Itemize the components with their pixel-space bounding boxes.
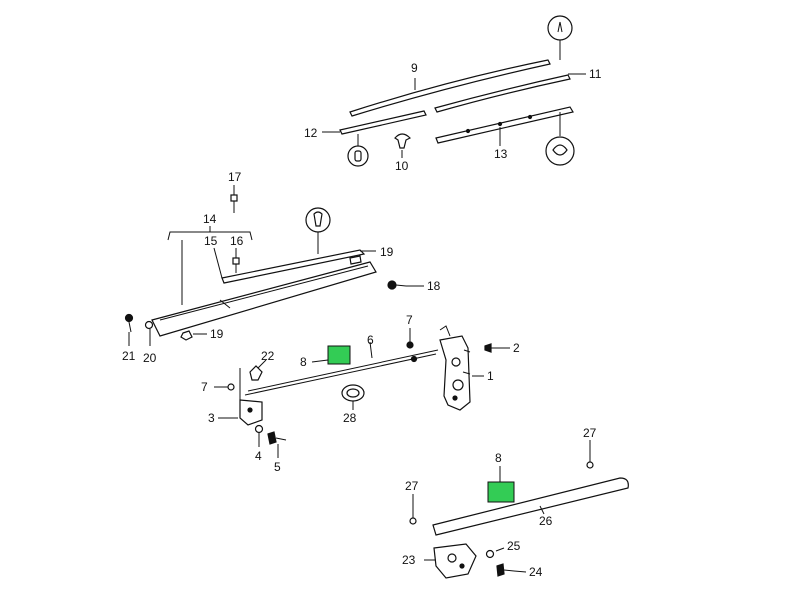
part-4-washer[interactable]: [254, 424, 264, 434]
part-22-clip[interactable]: [249, 365, 263, 381]
part-23-lock-lower[interactable]: [433, 543, 477, 579]
part-7-nut-left[interactable]: [227, 383, 235, 391]
part-main-rail[interactable]: [151, 261, 377, 337]
part-27-nut-left[interactable]: [409, 517, 417, 525]
part-7-nut-top[interactable]: [406, 341, 414, 349]
label-2: 2: [513, 341, 520, 355]
part-11-strip[interactable]: [434, 74, 571, 113]
label-20: 20: [143, 351, 157, 365]
part-26-rod[interactable]: [432, 477, 629, 536]
label-19-upper: 19: [380, 245, 394, 259]
label-7-left: 7: [201, 380, 208, 394]
label-21: 21: [122, 349, 136, 363]
part-20-washer[interactable]: [144, 320, 154, 330]
label-27-left: 27: [405, 479, 419, 493]
part-9-strip[interactable]: [349, 59, 551, 117]
part-1-lock[interactable]: [439, 325, 471, 411]
label-4: 4: [255, 449, 262, 463]
part-10-clip[interactable]: [394, 133, 412, 149]
part-28-grommet[interactable]: [341, 384, 365, 402]
label-1: 1: [487, 369, 494, 383]
label-28: 28: [343, 411, 357, 425]
detail-circle-19: [305, 207, 331, 254]
label-5: 5: [274, 460, 281, 474]
label-17: 17: [228, 170, 242, 184]
part-12-strip[interactable]: [339, 110, 427, 135]
detail-circle-top: [547, 15, 573, 60]
detail-circle-12: [347, 134, 369, 167]
label-8-lower: 8: [495, 451, 502, 465]
part-27-nut-right[interactable]: [586, 461, 594, 469]
part-19-nut[interactable]: [180, 330, 193, 341]
detail-circle-13: [545, 112, 575, 166]
part-24-bolt[interactable]: [496, 563, 515, 577]
part-8-clip-highlight[interactable]: [327, 345, 351, 365]
label-23: 23: [402, 553, 416, 567]
part-14-bracket-label-lines: [167, 226, 253, 305]
part-16-screw[interactable]: [232, 257, 240, 273]
part-19-rail[interactable]: [221, 249, 366, 284]
leader-lines: [128, 73, 591, 573]
label-7-top: 7: [406, 313, 413, 327]
label-19-lower: 19: [210, 327, 224, 341]
part-8-clip-highlight-lower[interactable]: [487, 481, 515, 503]
part-25-washer[interactable]: [485, 549, 495, 559]
part-13-strip[interactable]: [435, 106, 574, 144]
part-6-rod[interactable]: [244, 349, 439, 396]
label-22: 22: [261, 349, 275, 363]
part-3-lever[interactable]: [239, 368, 263, 426]
part-18-screw[interactable]: [387, 280, 407, 290]
label-14: 14: [203, 212, 217, 226]
label-3: 3: [208, 411, 215, 425]
label-24: 24: [529, 565, 543, 579]
part-21-bolt[interactable]: [124, 313, 134, 333]
label-26: 26: [539, 514, 553, 528]
part-2-screw[interactable]: [484, 343, 500, 353]
label-25: 25: [507, 539, 521, 553]
part-5-bolt[interactable]: [267, 431, 287, 445]
label-6: 6: [367, 333, 374, 347]
part-17-bolt[interactable]: [230, 194, 238, 213]
label-8-upper: 8: [300, 355, 307, 369]
label-11: 11: [589, 67, 602, 81]
label-15: 15: [204, 234, 218, 248]
label-27-right: 27: [583, 426, 597, 440]
label-13: 13: [494, 147, 508, 161]
label-12: 12: [304, 126, 318, 140]
label-16: 16: [230, 234, 244, 248]
label-18: 18: [427, 279, 441, 293]
label-10: 10: [395, 159, 409, 173]
label-9: 9: [411, 61, 418, 75]
